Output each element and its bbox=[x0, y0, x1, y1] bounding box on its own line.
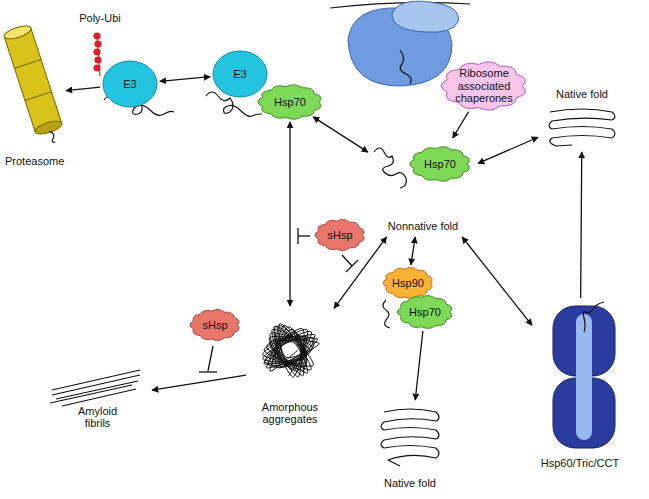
shsp-chaperone: sHsp bbox=[187, 307, 243, 343]
proteasome-bottom bbox=[34, 118, 64, 136]
node-text: Hsp90 bbox=[392, 277, 424, 290]
fibril bbox=[50, 385, 132, 403]
node-text: Hsp70 bbox=[424, 158, 456, 171]
nascent-chain bbox=[400, 50, 411, 84]
node-text: Proteasome bbox=[5, 155, 61, 168]
node-text: sHsp bbox=[202, 319, 227, 332]
ubiquitin bbox=[93, 32, 100, 39]
cloud-outline bbox=[383, 267, 432, 298]
chaperonin-hsp60: Hsp60/Tric/CCT bbox=[534, 300, 626, 472]
reaction-arrow bbox=[411, 237, 415, 265]
e3-ligase: E3 bbox=[212, 50, 268, 98]
node-text: Hsp70 bbox=[274, 96, 306, 109]
chaperonin-cavity bbox=[576, 314, 592, 440]
ribosome-small-subunit bbox=[392, 1, 458, 32]
inhibition-stem bbox=[208, 346, 213, 371]
inhibition-stem bbox=[298, 235, 310, 236]
nonnative-fold: Nonnative fold Hsp70 bbox=[370, 140, 476, 235]
shsp-chaperone: sHsp bbox=[312, 217, 368, 253]
reaction-arrow bbox=[313, 117, 368, 152]
reaction-arrow bbox=[152, 375, 246, 390]
node-text: Native fold bbox=[384, 477, 436, 490]
proteasome-body bbox=[4, 28, 62, 132]
hsp70-chaperone: Hsp70 bbox=[406, 144, 474, 184]
amorphous-aggregates: Amorphous aggregates bbox=[248, 308, 332, 428]
proteasome-top bbox=[3, 23, 33, 41]
cloud-outline bbox=[315, 219, 364, 250]
ubiquitin bbox=[94, 40, 101, 47]
node-text: Hsp60/Tric/CCT bbox=[541, 457, 619, 470]
ubiquitin bbox=[94, 56, 101, 63]
reaction-arrow bbox=[415, 331, 423, 400]
e3-ligase: E3 bbox=[102, 60, 158, 108]
hsp70-chaperone: Hsp70 bbox=[254, 82, 326, 122]
proteasome-illustration bbox=[3, 23, 67, 147]
amyloid-fibrils: Amyloid fibrils bbox=[45, 366, 150, 432]
fibril bbox=[52, 370, 140, 390]
node-text: Hsp70 bbox=[409, 306, 441, 319]
cloud-outline bbox=[190, 309, 239, 340]
reaction-arrow bbox=[478, 137, 538, 163]
reaction-arrow bbox=[289, 122, 290, 306]
cloud-outline bbox=[258, 85, 321, 119]
proteasome-figure: Proteasome bbox=[2, 18, 64, 170]
inhibition-bar bbox=[346, 260, 358, 272]
aggregate-tangle bbox=[263, 323, 319, 377]
chaperonin-barrel bbox=[553, 302, 615, 448]
cloud-outline bbox=[441, 62, 525, 110]
degraded-peptide bbox=[49, 130, 56, 143]
node-text: Ribosome associated chaperones bbox=[448, 67, 520, 105]
ellipse-outline bbox=[103, 61, 157, 107]
hsp70-chaperone: Hsp70 bbox=[394, 293, 456, 331]
nonnative-protein bbox=[374, 148, 406, 188]
fibril bbox=[62, 389, 136, 406]
node-text: E3 bbox=[123, 78, 136, 91]
native-fold: Native fold bbox=[370, 402, 450, 492]
proteasome-ring bbox=[14, 60, 41, 69]
fibril bbox=[56, 381, 138, 399]
inhibition-bar bbox=[199, 371, 217, 372]
node-text: Amorphous aggregates bbox=[254, 401, 326, 426]
reaction-arrow bbox=[581, 152, 582, 298]
native-fold: Native fold bbox=[540, 86, 624, 150]
ribosome-chaperone-cloud: Ribosome associated chaperones bbox=[436, 58, 532, 114]
reaction-arrow bbox=[462, 237, 532, 325]
proteasome-ring bbox=[25, 92, 52, 101]
cloud-outline bbox=[410, 147, 470, 181]
poly-ubiquitin-chain bbox=[93, 32, 101, 76]
reaction-arrow bbox=[453, 112, 469, 138]
aggregate-scribble bbox=[263, 323, 319, 377]
ellipse-outline bbox=[213, 51, 267, 97]
node-text: Nonnative fold bbox=[388, 220, 458, 233]
native-fold-illustration bbox=[381, 409, 439, 466]
inhibition-stem bbox=[342, 255, 352, 266]
ubiquitin bbox=[93, 64, 100, 71]
native-fold-illustration bbox=[549, 109, 615, 146]
node-text: sHsp bbox=[327, 229, 352, 242]
reaction-arrow bbox=[66, 87, 100, 91]
node-text: Amyloid fibrils bbox=[73, 405, 123, 430]
annotation-label: Poly-Ubi bbox=[77, 12, 123, 25]
substrate-protein bbox=[583, 302, 604, 332]
client-protein bbox=[383, 300, 390, 328]
reaction-arrow bbox=[160, 77, 210, 82]
inhibition-bar bbox=[297, 228, 298, 244]
node-text: Native fold bbox=[556, 88, 608, 101]
cloud-outline bbox=[397, 296, 451, 329]
node-text: E3 bbox=[233, 68, 246, 81]
fibril bbox=[52, 375, 140, 395]
amyloid-fibrils-illustration bbox=[50, 370, 140, 406]
ubiquitin bbox=[93, 48, 100, 55]
